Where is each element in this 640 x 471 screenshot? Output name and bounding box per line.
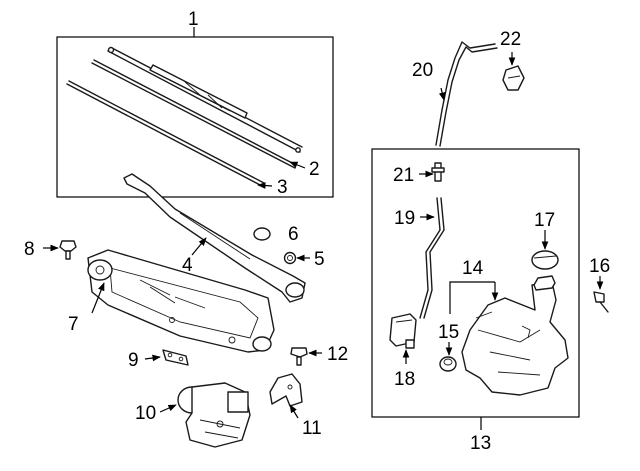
callout-22: 22 [500,29,521,50]
washer-pump-part [389,313,417,349]
reservoir-bolt-part [593,291,609,313]
hose-connector-part [431,162,445,182]
callout-labels: 1 2 3 4 5 6 7 8 9 10 11 12 13 14 15 16 1… [24,9,610,454]
callout-9: 9 [128,350,139,371]
filler-cap-part [531,250,559,270]
wiper-blade-part [107,46,303,153]
washer-nut-cover-part [253,227,271,241]
arm-nut-part [283,251,297,265]
callout-10: 10 [135,403,156,424]
callout-5: 5 [314,249,325,270]
callout-3: 3 [277,177,288,198]
callout-4: 4 [182,255,193,276]
washer-nozzle-part [502,65,525,91]
reservoir-hose-part [419,197,445,319]
blade-refill-part [91,59,297,169]
linkage-bolt-part [59,240,77,260]
callout-20: 20 [412,60,433,81]
mounting-bracket-part [162,349,189,366]
callout-13: 13 [470,433,491,454]
callout-12: 12 [327,344,348,365]
callout-6: 6 [288,224,299,245]
wiper-motor-part [177,382,251,448]
washer-hose-part [435,41,498,147]
leader-lines [43,52,604,419]
callout-11: 11 [302,418,322,439]
wiper-linkage-part [87,249,275,353]
callout-15: 15 [438,322,459,343]
callout-8: 8 [24,239,35,260]
callout-17: 17 [534,210,555,231]
blade-insert-part [66,80,265,187]
callout-21: 21 [393,165,414,186]
washer-reservoir-part [461,275,569,396]
reservoir-group-box [371,148,580,430]
callout-18: 18 [394,369,415,390]
pump-grommet-part [439,356,457,372]
callout-19: 19 [394,208,415,229]
motor-bolt-part [290,347,308,366]
motor-bracket-part [269,373,303,407]
blade-group-box [56,27,334,198]
callout-2: 2 [309,159,320,180]
wiper-arm-part [123,173,306,303]
callout-14: 14 [462,258,484,279]
callout-1: 1 [188,9,199,30]
callout-16: 16 [589,256,610,277]
callout-7: 7 [68,314,79,335]
